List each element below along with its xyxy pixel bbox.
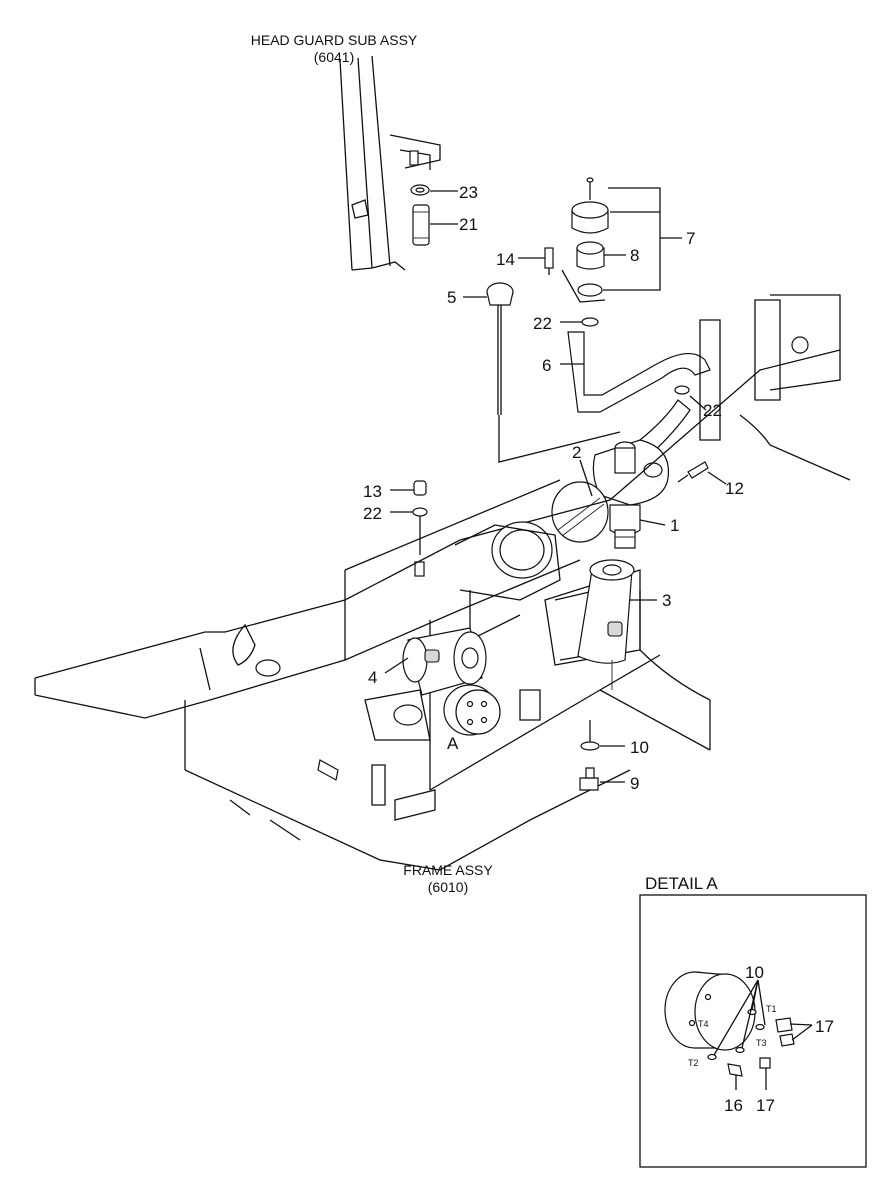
callout-12: 12 xyxy=(725,479,744,498)
callout-6: 6 xyxy=(542,356,551,375)
washer-10 xyxy=(580,720,600,751)
callout-14: 14 xyxy=(496,250,515,269)
washer-22c xyxy=(412,507,428,577)
oil-filter-3 xyxy=(577,559,635,690)
bolt-12 xyxy=(677,461,709,483)
callout-23: 23 xyxy=(459,183,478,202)
callout-5: 5 xyxy=(447,288,456,307)
callout-1: 1 xyxy=(670,516,679,535)
oil-filter-4 xyxy=(402,627,487,696)
spacer-21 xyxy=(412,204,430,246)
frame-assy xyxy=(34,294,851,871)
cover-plate-2 xyxy=(551,481,609,543)
callout-7: 7 xyxy=(686,229,695,248)
detail-leader-lines xyxy=(713,979,813,1090)
callout-2: 2 xyxy=(572,443,581,462)
tag-t1: T1 xyxy=(766,1004,777,1014)
head-guard-code: (6041) xyxy=(314,49,354,65)
head-guard-frame xyxy=(339,55,441,271)
callout-13: 13 xyxy=(363,482,382,501)
callout-21: 21 xyxy=(459,215,478,234)
frame-assy-code: (6010) xyxy=(428,879,468,895)
filler-housing-1 xyxy=(592,439,670,549)
cap-13 xyxy=(413,480,427,496)
callout-22b: 22 xyxy=(703,401,722,420)
callout-8: 8 xyxy=(630,246,639,265)
leader-lines xyxy=(384,187,727,783)
detail-bolts xyxy=(727,1017,795,1077)
head-guard-label: HEAD GUARD SUB ASSY xyxy=(251,32,418,48)
callout-10: 10 xyxy=(630,738,649,757)
bracket-hole xyxy=(409,150,419,166)
detail-a-frame xyxy=(639,894,867,1168)
breather-hose-6 xyxy=(567,317,711,456)
callout-9: 9 xyxy=(630,774,639,793)
dipstick-5 xyxy=(486,282,621,463)
detail-a-title: DETAIL A xyxy=(645,874,718,893)
tag-t3: T3 xyxy=(756,1038,767,1048)
callout-4: 4 xyxy=(368,668,377,687)
frame-assy-label: FRAME ASSY xyxy=(403,862,493,878)
tag-t2: T2 xyxy=(688,1058,699,1068)
detail-flange xyxy=(664,971,756,1051)
callout-22a: 22 xyxy=(533,314,552,333)
tag-t4: T4 xyxy=(698,1019,709,1029)
detail-o-rings xyxy=(707,1008,765,1061)
detail-callout-17b: 17 xyxy=(756,1096,775,1115)
view-a-label: A xyxy=(447,734,459,753)
detail-callout-16: 16 xyxy=(724,1096,743,1115)
detail-callout-10: 10 xyxy=(745,963,764,982)
callout-22c: 22 xyxy=(363,504,382,523)
callout-3: 3 xyxy=(662,591,671,610)
flange-a xyxy=(443,684,501,736)
detail-callout-17a: 17 xyxy=(815,1017,834,1036)
drain-plug-9 xyxy=(579,767,599,791)
washer-23 xyxy=(410,184,430,196)
breather-cap-assembly xyxy=(544,177,609,303)
